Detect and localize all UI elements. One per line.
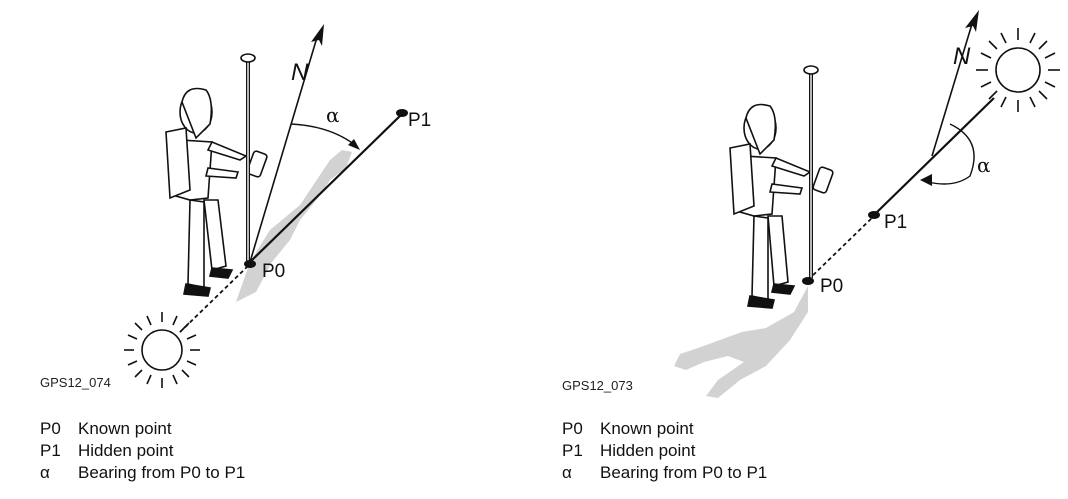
sun-icon bbox=[124, 312, 200, 388]
field-controller bbox=[246, 150, 268, 178]
legend-text: Bearing from P0 to P1 bbox=[600, 463, 768, 482]
legend-row: P0 Known point bbox=[40, 418, 245, 440]
north-label: N bbox=[953, 43, 971, 70]
north-label: N bbox=[291, 59, 309, 86]
north-arrowhead bbox=[311, 24, 324, 46]
gps-antenna bbox=[803, 65, 819, 75]
legend-key: P1 bbox=[40, 441, 61, 460]
sun-icon bbox=[976, 28, 1060, 112]
legend-row: α Bearing from P0 to P1 bbox=[562, 462, 767, 484]
gps-antenna bbox=[240, 53, 256, 63]
angle-label: α bbox=[977, 153, 991, 177]
right-diagram: N α P1 P0 bbox=[674, 10, 1060, 398]
legend-row: α Bearing from P0 to P1 bbox=[40, 462, 245, 484]
p0-label: P0 bbox=[820, 276, 843, 297]
p0-marker bbox=[802, 277, 814, 285]
legend-row: P1 Hidden point bbox=[40, 440, 245, 462]
legend: P0 Known point P1 Hidden point α Bearing… bbox=[562, 418, 767, 484]
legend-text: Bearing from P0 to P1 bbox=[78, 463, 246, 482]
legend-text: Hidden point bbox=[600, 441, 696, 460]
left-diagram: N α P1 P0 bbox=[124, 24, 431, 388]
left-figure-panel: N α P1 P0 GPS12_074 P0 Known point P1 Hi… bbox=[40, 24, 431, 484]
legend-row: P0 Known point bbox=[562, 418, 767, 440]
p1-label: P1 bbox=[884, 212, 907, 233]
north-line bbox=[931, 23, 973, 157]
p1-marker bbox=[396, 109, 408, 117]
legend-key: α bbox=[40, 463, 50, 482]
north-line bbox=[249, 33, 319, 263]
p1-label: P1 bbox=[408, 110, 431, 131]
p1-marker bbox=[868, 211, 880, 219]
surveyor-figure bbox=[165, 87, 248, 297]
field-controller bbox=[812, 166, 834, 194]
angle-label: α bbox=[326, 103, 340, 127]
bearing-line bbox=[249, 113, 403, 263]
legend-key: α bbox=[562, 463, 572, 482]
bearing-line bbox=[873, 97, 995, 216]
north-arrowhead bbox=[965, 10, 979, 32]
surveyor-shadow bbox=[674, 286, 808, 398]
figure-code: GPS12_073 bbox=[562, 378, 633, 393]
bearing-arc bbox=[927, 123, 975, 185]
right-figure-panel: N α P1 P0 GPS12_073 P0 Known point P1 Hi… bbox=[534, 0, 1068, 499]
p0-marker bbox=[244, 260, 256, 268]
legend-text: Hidden point bbox=[78, 441, 174, 460]
legend-key: P1 bbox=[562, 441, 583, 460]
bearing-arc bbox=[290, 123, 356, 146]
surveyor-figure bbox=[729, 103, 812, 309]
p0-p1-dashed-line bbox=[807, 215, 875, 281]
legend-key: P0 bbox=[562, 419, 583, 438]
legend-text: Known point bbox=[600, 419, 694, 438]
p0-label: P0 bbox=[262, 261, 285, 282]
figure-code: GPS12_074 bbox=[40, 375, 111, 390]
sun-direction-line bbox=[177, 265, 249, 335]
legend-row: P1 Hidden point bbox=[562, 440, 767, 462]
legend: P0 Known point P1 Hidden point α Bearing… bbox=[40, 418, 245, 484]
legend-text: Known point bbox=[78, 419, 172, 438]
surveyor-shadow bbox=[236, 150, 352, 302]
legend-key: P0 bbox=[40, 419, 61, 438]
